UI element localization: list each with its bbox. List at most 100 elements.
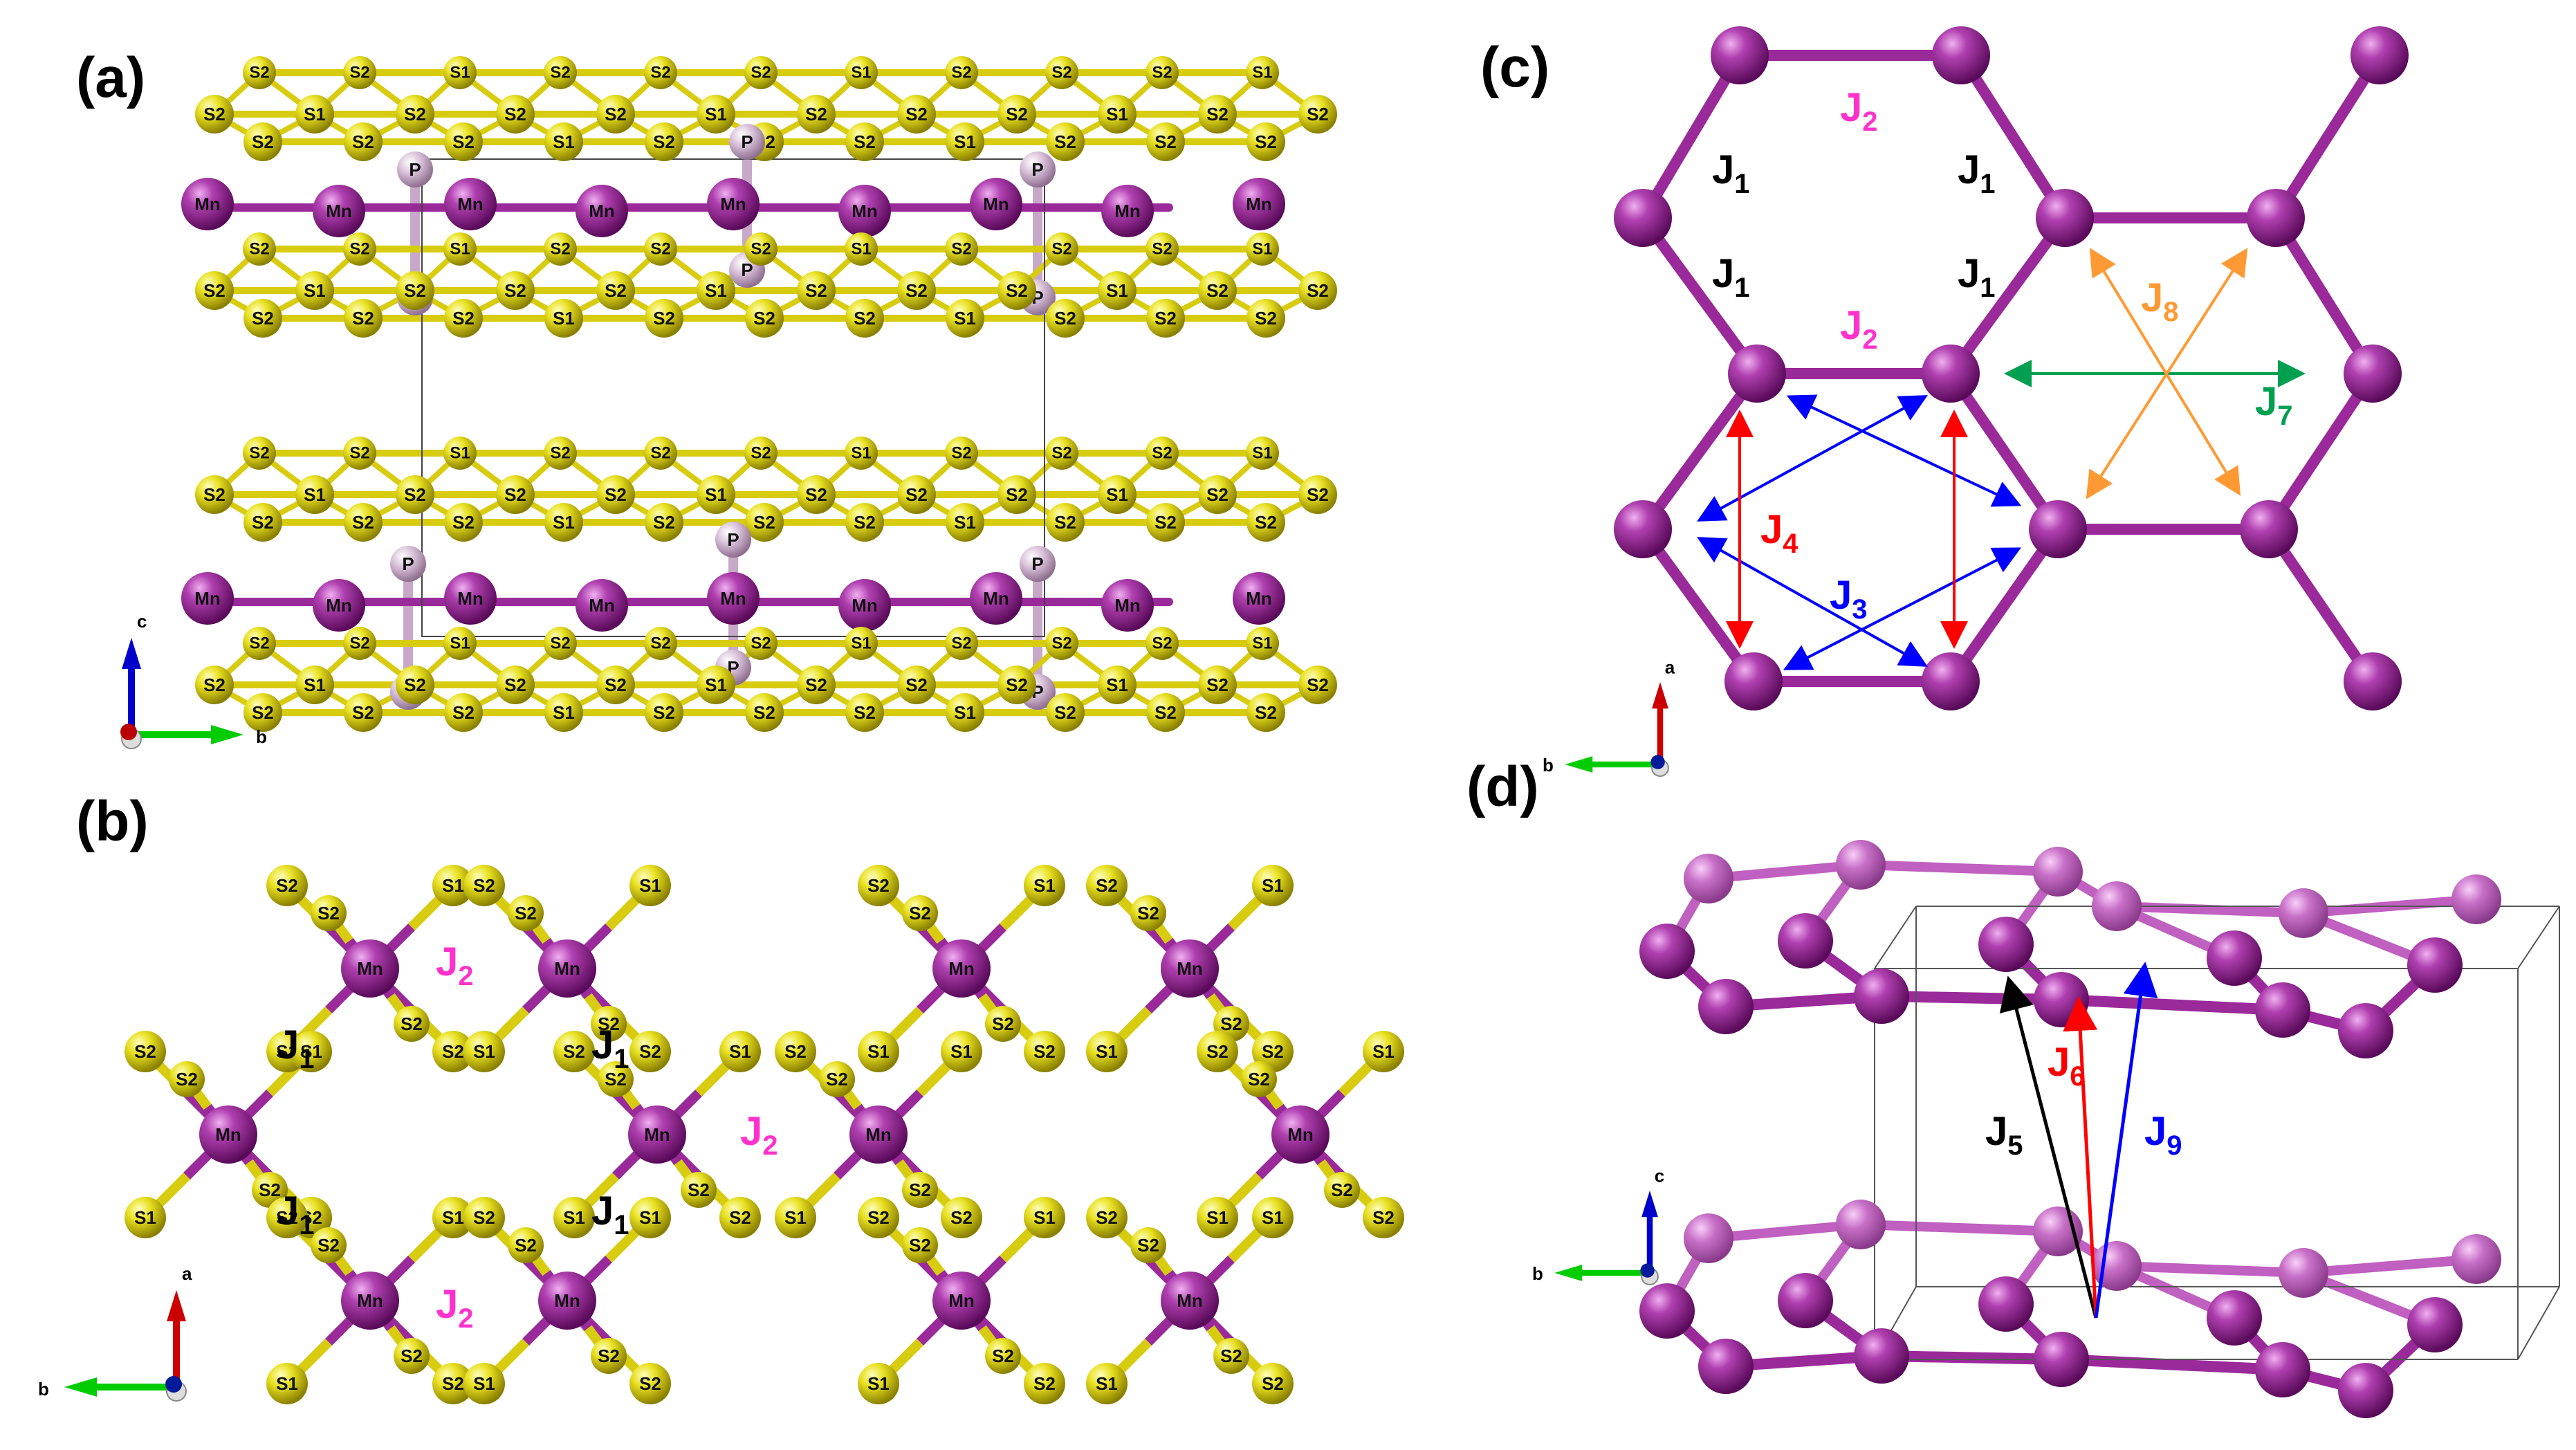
panel-b-mn-8-label: Mn <box>357 1290 383 1311</box>
panel-b-axis-triad-up-label: a <box>182 1263 192 1284</box>
panel-b-s-0-3 <box>432 1031 474 1072</box>
panel-a-s-mid-bot1-6 <box>797 475 836 514</box>
panel-d-mn-mid-upper-2 <box>1978 917 2034 972</box>
panel-a-s-back-bot2-5 <box>744 627 778 660</box>
panel-b-s-7-3-label: S2 <box>1372 1207 1395 1228</box>
panel-b-s-0-0 <box>266 865 308 906</box>
panel-a-p-top-b3-label: P <box>1031 553 1043 574</box>
panel-a-s-front-bot2-7 <box>946 693 984 732</box>
panel-b-s-0-3-label: S2 <box>442 1041 464 1062</box>
panel-a-s-mid-bot1-0-label: S2 <box>203 484 226 505</box>
panel-a-s-back-top2-7 <box>945 232 978 266</box>
panel-c-j8-arrow-2 <box>2086 248 2248 499</box>
panel-a-s-front-bot1-1 <box>344 503 383 542</box>
panel-a-s-back-top1-6 <box>845 56 878 89</box>
panel-b-s-6-1 <box>941 1031 982 1072</box>
panel-a-s-back-top1-2-label: S1 <box>450 64 470 82</box>
panel-a-s-back-top1-7-label: S2 <box>951 64 971 82</box>
panel-a-s-front-bot1-2 <box>444 503 483 542</box>
panel-b-s-10-2 <box>858 1363 899 1404</box>
panel-a-s-front-bot2-2 <box>444 693 483 732</box>
panel-b-s-8-5-label: S2 <box>401 1346 423 1366</box>
panel-b-mn-6 <box>849 1105 908 1164</box>
panel-a-s-mid-bot1-8 <box>997 475 1036 514</box>
panel-a-s-mid-bot1-5-label: S1 <box>705 484 727 505</box>
panel-d-mn-back-upper-4 <box>2279 888 2328 938</box>
panel-b-s-8-4 <box>311 1227 347 1263</box>
panel-a-s-mid-top1-11-label: S2 <box>1307 104 1329 125</box>
panel-a-s-back-bot1-3 <box>544 437 577 470</box>
panel-a-s-front-top2-1 <box>344 299 383 338</box>
panel-a-s-mid-top2-4 <box>596 271 635 310</box>
panel-a-s-mid-top2-6 <box>797 271 836 310</box>
panel-b-s-7-5 <box>1324 1172 1360 1208</box>
panel-b-s-4-0-label: S2 <box>134 1041 156 1062</box>
panel-b-s-3-0-label: S2 <box>1096 875 1118 896</box>
panel-a-s-back-bot1-6-label: S1 <box>851 444 871 463</box>
panel-a-mn-bot-7 <box>1101 579 1154 632</box>
panel-a-s-front-top2-3-label: S1 <box>553 308 575 329</box>
panel-a-s-front-top2-5 <box>745 299 784 338</box>
panel-a-s-front-bot2-5 <box>745 693 784 732</box>
panel-d-mn-back-lower-4 <box>2279 1248 2328 1298</box>
panel-b-s-3-1-label: S1 <box>1262 875 1284 896</box>
panel-d-axis-triad: cb <box>1532 1165 1664 1285</box>
panel-a-s-front-top1-8-label: S2 <box>1054 131 1076 152</box>
panel-a-s-front-bot2-1-label: S2 <box>352 702 374 723</box>
panel-a-s-mid-top1-10 <box>1198 95 1237 134</box>
panel-a-s-mid-top1-10-label: S2 <box>1206 104 1229 125</box>
panel-a-s-back-top1-5-label: S2 <box>751 64 771 82</box>
panel-a-s-front-bot1-8 <box>1046 503 1085 542</box>
panel-a-s-front-bot2-6-label: S2 <box>854 702 876 723</box>
panel-d-mn-back-lower-1 <box>1836 1200 1886 1249</box>
panel-a-s-front-bot1-4 <box>645 503 683 542</box>
panel-b-s-1-1-label: S1 <box>639 875 661 896</box>
panel-a-mn-top-6 <box>970 178 1022 230</box>
panel-a-s-mid-bot2-0 <box>195 666 234 704</box>
panel-c-axis-triad-up-head <box>1652 682 1668 709</box>
panel-b-s-10-0-label: S2 <box>867 1207 890 1228</box>
panel-a-s-front-top2-4-label: S2 <box>653 308 675 329</box>
panel-a-s-back-bot2-8-label: S2 <box>1051 634 1071 653</box>
panel-a-s-front-bot2-9 <box>1146 693 1185 732</box>
panel-a-s-front-top2-7 <box>946 299 984 338</box>
panel-d-mn-back-upper-5 <box>2451 874 2501 924</box>
panel-a-s-mid-top2-6-label: S2 <box>805 280 827 301</box>
panel-b-s-3-2-label: S1 <box>1096 1041 1118 1062</box>
panel-a-s-front-bot2-1 <box>344 693 383 732</box>
panel-a-s-mid-bot2-11-label: S2 <box>1307 674 1329 695</box>
panel-a-mn-bot-6 <box>970 572 1022 625</box>
panel-b-s-5-1-label: S1 <box>729 1041 751 1062</box>
panel-c-mn-l3 <box>1614 500 1672 558</box>
panel-d-bond-back-lower-1 <box>1856 1220 2063 1236</box>
panel-a-s-mid-top1-5 <box>697 95 735 134</box>
panel-a-s-front-top2-9 <box>1146 299 1185 338</box>
panel-a-s-front-bot1-2-label: S2 <box>452 512 475 533</box>
panel-a-s-mid-bot1-11-label: S2 <box>1307 484 1329 505</box>
panel-b-mn-10 <box>932 1272 991 1330</box>
panel-b-s-6-5-label: S2 <box>909 1180 931 1200</box>
panel-a-s-mid-bot1-1-label: S1 <box>304 484 326 505</box>
panel-a-mn-bot-8 <box>1233 572 1285 625</box>
panel-a-s-front-bot1-0-label: S2 <box>252 512 274 533</box>
panel-a-s-back-top2-8 <box>1045 232 1078 266</box>
panel-d-mn-back-upper-1 <box>1836 840 1886 890</box>
panel-a-mn-top-5 <box>838 185 891 237</box>
panel-a-s-mid-bot2-7-label: S2 <box>905 674 928 695</box>
panel-b-mn-1-label: Mn <box>554 958 580 979</box>
panel-c-j1-1: J1 <box>1712 147 1750 199</box>
panel-a-s-mid-bot1-0 <box>195 475 234 514</box>
panel-a-s-mid-bot1-9 <box>1098 475 1137 514</box>
panel-b-s-9-1-label: S1 <box>639 1207 661 1228</box>
panel-d-axis-triad-left-label: b <box>1532 1263 1543 1284</box>
panel-b-s-8-4-label: S2 <box>318 1235 340 1256</box>
panel-c-mn-r1 <box>2036 189 2094 247</box>
panel-d-mn-mid-upper-1 <box>1778 913 1833 969</box>
panel-b-s-1-2 <box>463 1031 505 1072</box>
panel-b-s-3-0 <box>1086 865 1128 906</box>
panel-b-s-4-2 <box>125 1197 166 1238</box>
panel-a-p-top-b1 <box>390 546 426 582</box>
panel-a-s-front-top1-9 <box>1146 122 1185 161</box>
panel-b-s-4-4-label: S2 <box>176 1069 198 1090</box>
panel-b-s-8-2-label: S1 <box>276 1373 298 1394</box>
